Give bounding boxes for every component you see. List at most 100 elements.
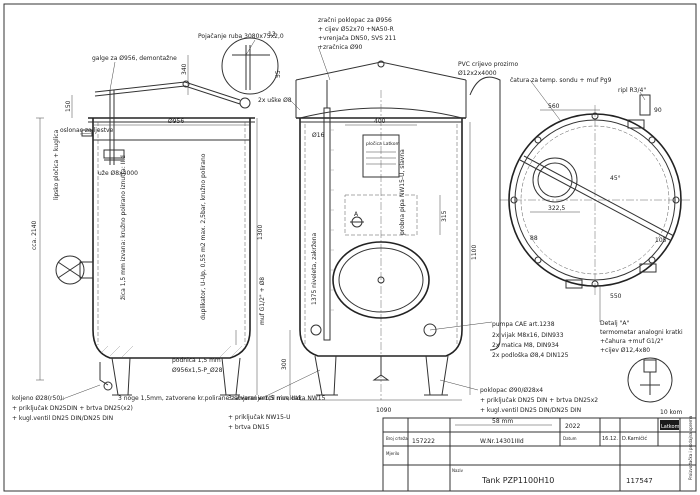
note-matica: 2x matica M8, DIN934 bbox=[492, 342, 559, 349]
tb-mjerilo-label: Mjerilo bbox=[386, 451, 400, 456]
temp-probe-sleeve[interactable] bbox=[639, 94, 651, 116]
note-kugl2: + kugl.ventil DN25 DIN/DN25 DIN bbox=[480, 407, 581, 414]
tb-date: 16.12. bbox=[602, 436, 618, 442]
note-detalj: Detalj "A" bbox=[600, 320, 629, 327]
dim-956: Ø956 bbox=[168, 118, 184, 125]
tb-title: Tank PZP1100H10 bbox=[481, 476, 554, 485]
rim-bolts bbox=[510, 112, 680, 288]
middle-leg-1 bbox=[314, 355, 337, 396]
tb-company: Latkom bbox=[661, 424, 680, 430]
middle-view-labels: Pojačanje ruba 3080x75x2,0 zračni poklop… bbox=[198, 17, 598, 431]
dim-16: Ø16 bbox=[312, 132, 325, 139]
detail-circle-top bbox=[221, 37, 279, 95]
note-prikljucak: + priključak DN25DIN + brtva DN25(x2) bbox=[12, 405, 133, 412]
dim-340: 340 bbox=[181, 63, 188, 75]
dim-1300: 1300 bbox=[257, 225, 264, 240]
note-pumpa: pumpa CAE art.1238 bbox=[492, 321, 555, 328]
dim-315: 315 bbox=[441, 210, 448, 222]
left-gallows-clamp bbox=[103, 149, 125, 159]
note-galge: galge za Ø956, demontažne bbox=[92, 55, 177, 62]
tb-author: D.Karničić bbox=[622, 435, 647, 442]
left-leg-1 bbox=[111, 357, 131, 396]
detail-a-thermometer bbox=[643, 359, 657, 373]
plan-leg-2 bbox=[639, 263, 657, 273]
dim-13: 13 bbox=[268, 31, 276, 38]
left-gallows-hook bbox=[239, 97, 251, 109]
dim-550: 550 bbox=[610, 293, 622, 300]
middle-tank-shell bbox=[299, 118, 463, 357]
note-kom: 10 kom bbox=[660, 409, 682, 416]
tb-material: W.Nr.14301IIId bbox=[480, 438, 524, 445]
note-prikljucak-nw15: + priključak NW15-U bbox=[228, 414, 290, 421]
note-podnica: podnica 1,5 mm bbox=[172, 357, 221, 364]
tb-year: 2022 bbox=[565, 423, 580, 430]
middle-outlet-left[interactable] bbox=[310, 324, 322, 336]
note-nivelete: 1375 niveleta, zakržena bbox=[311, 232, 318, 305]
note-poklopac: zračni poklopac za Ø956 bbox=[318, 17, 392, 24]
tb-side-note: Proizvođačka i prodajna oprema bbox=[688, 415, 693, 480]
plan-leg-3 bbox=[627, 119, 645, 129]
note-smjerni: 3-smjerni ventil niveloaka NW15 bbox=[228, 395, 326, 402]
dim-560: 560 bbox=[548, 103, 560, 110]
title-block-frame bbox=[382, 417, 697, 492]
note-kuglventil: + kugl.ventil DN25 DIN/DN25 DIN bbox=[12, 415, 113, 422]
right-view bbox=[469, 76, 690, 403]
dim-90: 90 bbox=[654, 107, 662, 114]
manway-door[interactable] bbox=[332, 241, 430, 319]
note-uze: uže Ø8x4000 bbox=[98, 170, 138, 177]
tb-scale: 58 mm bbox=[492, 418, 513, 425]
note-poklopac2: poklopac Ø90/Ø28x4 bbox=[480, 387, 543, 394]
left-leg-2 bbox=[221, 357, 241, 396]
top-view-outer bbox=[508, 113, 682, 287]
middle-leg-2 bbox=[425, 355, 449, 396]
note-pvc: PVC crijevo prozirno bbox=[458, 61, 519, 68]
note-brtva-dn15: + brtva DN15 bbox=[228, 424, 270, 431]
hand-wheel[interactable] bbox=[55, 255, 94, 285]
note-zracnica: +zračnica Ø90 bbox=[318, 44, 363, 51]
note-lipsko: lipsko pločica + kuglica bbox=[53, 129, 60, 200]
plan-leg-1 bbox=[565, 279, 583, 289]
top-view-manway[interactable] bbox=[532, 157, 578, 203]
note-muf: muf G1/2" + Ø8 bbox=[259, 277, 266, 325]
leader-lines bbox=[59, 39, 646, 401]
note-podnica-dims: Ø956x1,5-P_Ø28 bbox=[172, 367, 223, 374]
left-outlet-valve[interactable] bbox=[103, 381, 113, 391]
dim-2140: cca. 2140 bbox=[31, 220, 38, 250]
note-prikljucak2: + priključak DN25 DIN + brtva DN25x2 bbox=[480, 397, 598, 404]
dim-105: 105 bbox=[655, 237, 667, 244]
level-scale-ticks bbox=[330, 129, 334, 311]
dim-45: 45° bbox=[610, 175, 621, 182]
dim-300: 300 bbox=[281, 358, 288, 370]
dim-150: 150 bbox=[65, 100, 72, 112]
left-tank-shell bbox=[92, 118, 251, 359]
left-outlet-pipe bbox=[99, 362, 109, 386]
note-koljeno: koljeno Ø28(r50): bbox=[12, 395, 65, 402]
middle-gallows bbox=[295, 61, 467, 81]
tb-datum-label: Datum bbox=[563, 436, 577, 441]
note-probna: probna pipa NW15-U, slavna bbox=[399, 149, 406, 235]
level-tube bbox=[323, 107, 331, 341]
note-oslonac: oslonac za ljestve bbox=[60, 127, 114, 134]
note-podloska: 2x podloška Ø8,4 DIN125 bbox=[492, 352, 569, 359]
drawing-border bbox=[3, 3, 697, 492]
dim-55: 55 bbox=[275, 70, 282, 78]
dim-88: 88 bbox=[530, 235, 538, 242]
nameplate bbox=[362, 134, 400, 178]
nameplate-text: pločica Latkom bbox=[366, 140, 400, 147]
middle-bottom-valve[interactable] bbox=[372, 356, 390, 381]
middle-outlet-right[interactable] bbox=[423, 323, 437, 337]
tb-drawing-no: 117547 bbox=[626, 477, 653, 485]
pvc-hose bbox=[469, 76, 501, 351]
note-cijev: + cijev Ø52x70 +NA50-R bbox=[318, 26, 394, 33]
right-view-labels: PVC crijevo prozirno Ø12x2x4000 čatura z… bbox=[458, 61, 683, 416]
note-uske: 2x uške Ø8 bbox=[258, 97, 292, 104]
tb-naziv-label: Naziv bbox=[452, 468, 464, 473]
note-catura: čatura za temp. sondu + muf Pg9 bbox=[510, 77, 612, 84]
note-ripl: ripl R3/4" bbox=[618, 87, 646, 94]
detail-a-circle bbox=[627, 357, 673, 403]
note-dupl: duplikator, U-Up, 0,55 m2 max. 2,5bar, k… bbox=[200, 153, 207, 320]
note-termometar: termometar analogni kratki bbox=[600, 329, 683, 336]
left-gallows-pivot bbox=[182, 80, 190, 88]
tb-number: 157222 bbox=[412, 438, 435, 445]
middle-dashed-frame bbox=[344, 194, 418, 236]
